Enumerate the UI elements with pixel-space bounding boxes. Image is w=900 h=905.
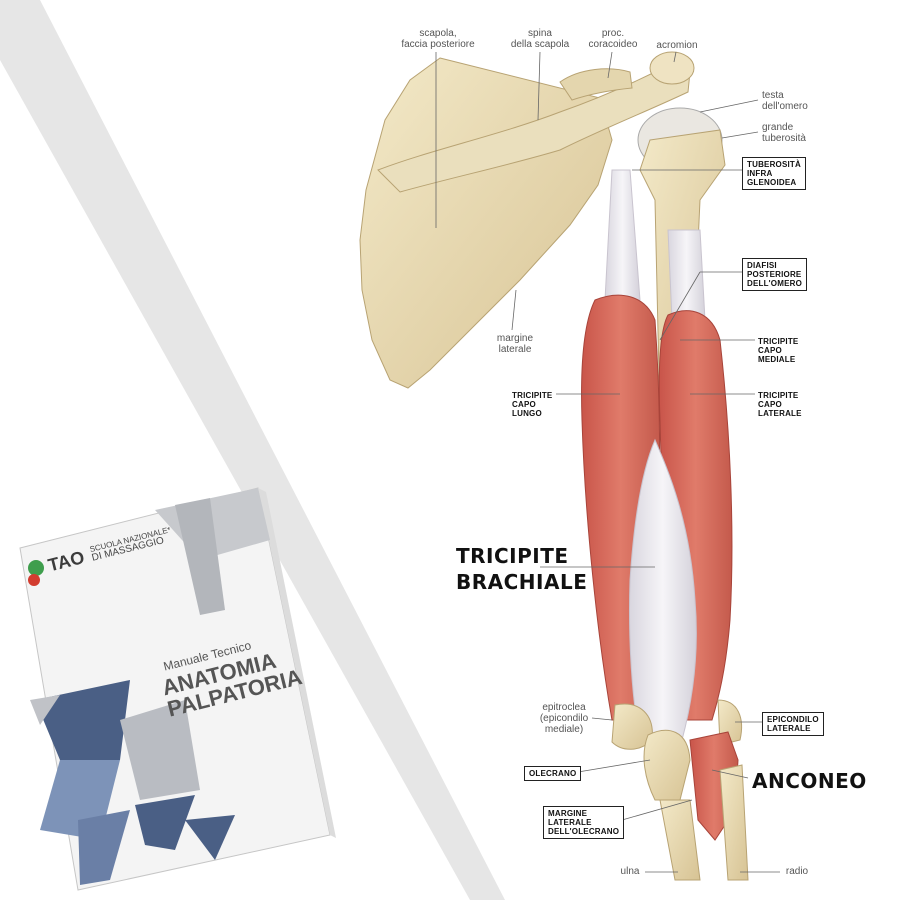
box-diafisi-posteriore: DIAFISI POSTERIORE DELL'OMERO [742, 258, 808, 291]
caption-tricipite-capo-mediale: TRICIPITE CAPO MEDIALE [758, 337, 799, 364]
label-margine-laterale: margine laterale [496, 333, 534, 355]
caption-tricipite-capo-laterale: TRICIPITE CAPO LATERALE [758, 391, 802, 418]
label-scapola-faccia-posteriore: scapola, faccia posteriore [401, 28, 475, 50]
title-tricipite-brachiale: TRICIPITE BRACHIALE [456, 544, 588, 594]
olecranon-shape [643, 729, 691, 801]
radius-shaft [719, 764, 749, 881]
box-tuberosita-infraglenoidea: TUBEROSITÀ INFRA GLENOIDEA [742, 157, 806, 190]
book-cover [19, 487, 336, 891]
label-ulna: ulna [620, 866, 640, 877]
caption-tricipite-capo-lungo: TRICIPITE CAPO LUNGO [512, 391, 553, 418]
ulna-shaft [659, 799, 701, 881]
label-epitroclea: epitroclea (epicondilo mediale) [539, 702, 589, 735]
acromion-shape [649, 51, 695, 85]
leader-lines [435, 51, 780, 873]
label-grande-tuberosita: grande tuberosità [762, 122, 806, 144]
label-radio: radio [785, 866, 809, 877]
label-proc-coracoideo: proc. coracoideo [588, 28, 638, 50]
diagonal-band [0, 0, 505, 900]
box-epicondilo-laterale: EPICONDILO LATERALE [762, 712, 824, 736]
label-spina-della-scapola: spina della scapola [510, 28, 570, 50]
box-margine-olecrano: MARGINE LATERALE DELL'OLECRANO [543, 806, 625, 839]
coracoid [559, 68, 633, 101]
title-anconeo: ANCONEO [752, 769, 867, 793]
box-olecrano: OLECRANO [524, 766, 582, 781]
label-acromion: acromion [656, 40, 698, 51]
lateral-head-tendon [667, 229, 706, 321]
long-head-tendon [604, 169, 641, 301]
label-testa-omero: testa dell'omero [762, 90, 808, 112]
